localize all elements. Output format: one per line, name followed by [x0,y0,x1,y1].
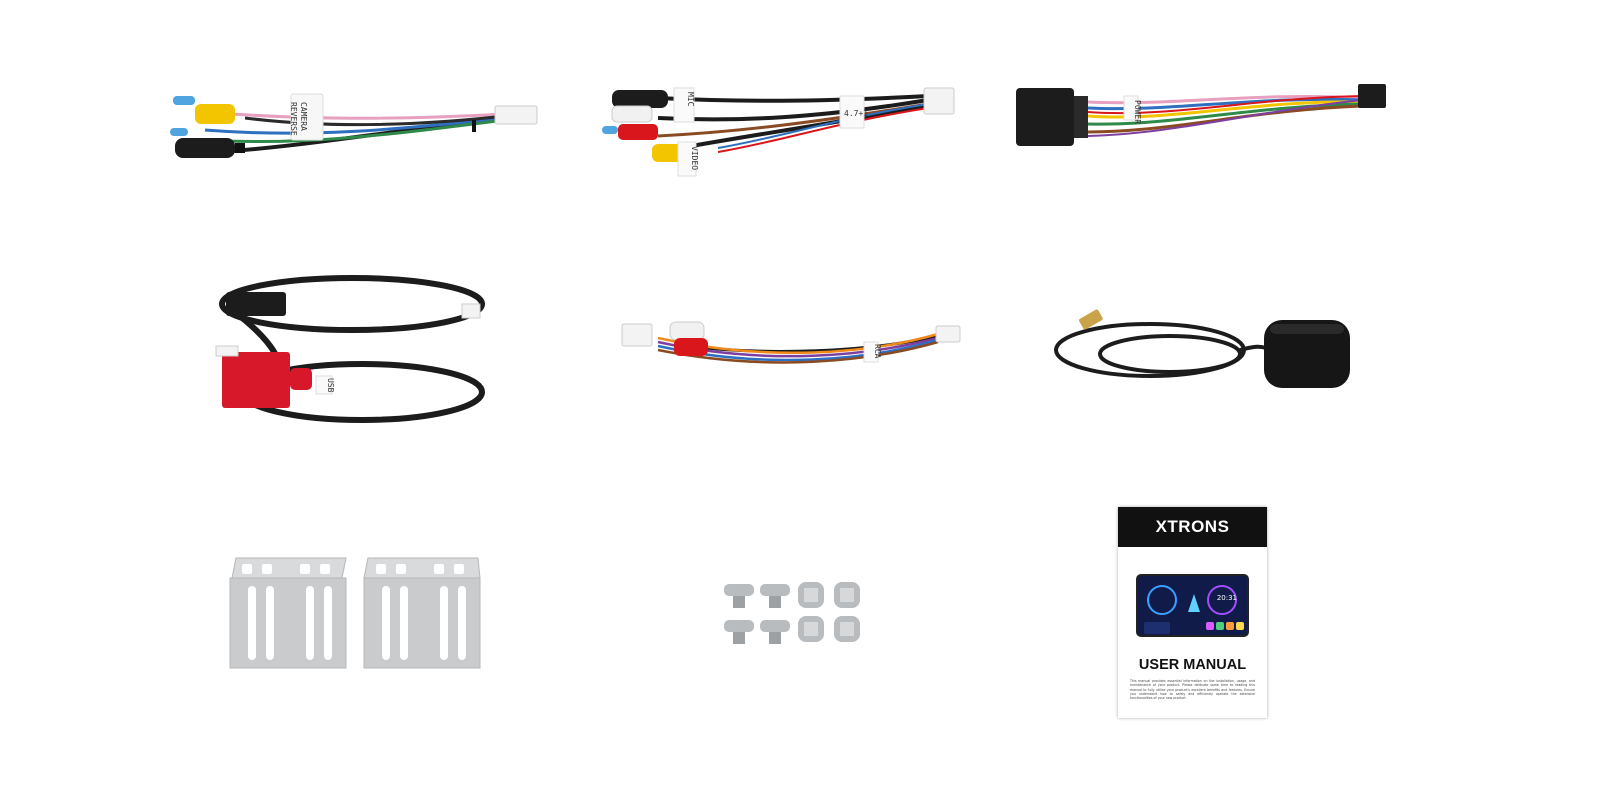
manual-cover-screen: 20:31 [1136,574,1249,637]
rca-harness: RCA [618,316,968,376]
user-manual: XTRONS 20:31 USER MANUAL This manual pro… [1118,507,1267,718]
power-label: POWER [1133,100,1142,124]
manual-title: USER MANUAL [1138,657,1247,673]
reverse-label: REVERSE [289,102,298,136]
screws-set [720,580,870,650]
manual-brand: XTRONS [1118,507,1267,547]
screw-icon [724,582,860,644]
manual-body: This manual provides essential informati… [1130,679,1255,701]
av-harness: 4.7+1 MIC VIDEO [598,82,968,182]
camera-harness: CAMERA REVERSE [165,90,545,170]
gps-antenna [1050,306,1360,396]
rca-label: RCA [873,344,882,359]
mounting-bracket-right [362,556,484,670]
video-label: VIDEO [690,146,699,170]
usb-label: USB [326,378,335,393]
manual-screen-clock: 20:31 [1216,594,1237,602]
camera-label: CAMERA [299,102,308,131]
av-connector-label: 4.7+1 [844,109,868,118]
mic-label: MIC [686,92,695,107]
usb-cable: USB [212,270,502,430]
power-harness: POWER [1012,82,1392,152]
mounting-bracket-left [228,556,350,670]
